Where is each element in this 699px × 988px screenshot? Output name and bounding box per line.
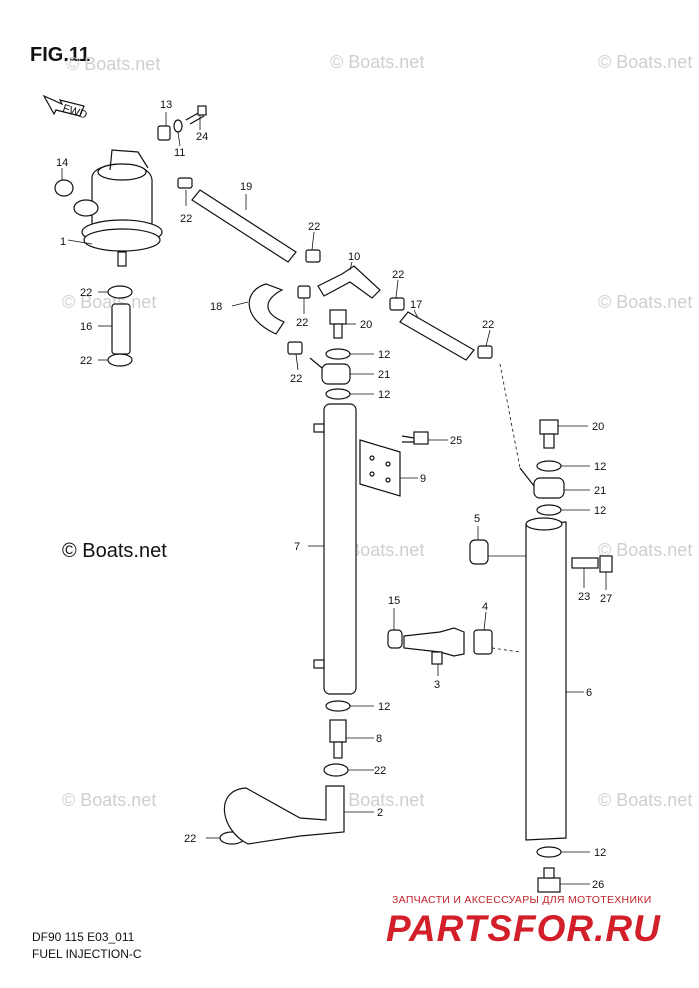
- watermark: © Boats.net: [598, 790, 693, 810]
- watermark: © Boats.net: [330, 790, 425, 810]
- callout-22: 22: [392, 269, 404, 281]
- callout-3: 3: [434, 679, 440, 691]
- callout-12: 12: [378, 389, 390, 401]
- callout-22: 22: [290, 373, 302, 385]
- callout-21: 21: [594, 485, 606, 497]
- callout-11: 11: [174, 147, 185, 159]
- diagram-name: FUEL INJECTION-C: [32, 947, 142, 961]
- callout-14: 14: [56, 157, 68, 169]
- figure-title: FIG.11: [30, 44, 91, 66]
- watermark: © Boats.net: [62, 292, 157, 312]
- fwd-arrow-icon: FWD: [42, 94, 89, 122]
- callout-13: 13: [160, 99, 172, 111]
- callout-12: 12: [378, 349, 390, 361]
- callout-22: 22: [180, 213, 192, 225]
- watermark: © Boats.net: [598, 292, 693, 312]
- callout-21: 21: [378, 369, 390, 381]
- callout-4: 4: [482, 601, 488, 613]
- callout-22: 22: [184, 833, 196, 845]
- watermark: © Boats.net: [598, 52, 693, 72]
- clamp-group: [107, 177, 493, 845]
- callout-23: 23: [578, 591, 590, 603]
- filter-assembly: [73, 149, 163, 267]
- fuel-rail-6: [525, 521, 567, 841]
- callout-20: 20: [360, 319, 372, 331]
- callout-7: 7: [294, 541, 300, 553]
- callout-24: 24: [196, 131, 208, 143]
- callout-22: 22: [482, 319, 494, 331]
- copyright-notice: © Boats.net: [62, 540, 167, 562]
- callout-5: 5: [474, 513, 480, 525]
- callout-22: 22: [374, 765, 386, 777]
- fuel-rail-7: [323, 403, 357, 695]
- ad-brand-logo: PARTSFOR.RU: [386, 908, 661, 949]
- cap-part: [54, 179, 74, 197]
- watermark: © Boats.net: [62, 790, 157, 810]
- callout-12: 12: [594, 847, 606, 859]
- watermark: © Boats.net: [330, 52, 425, 72]
- callout-27: 27: [600, 593, 612, 605]
- callout-18: 18: [210, 301, 222, 313]
- callout-25: 25: [450, 435, 462, 447]
- bracket-part: [359, 439, 401, 497]
- callout-22: 22: [80, 355, 92, 367]
- callout-1: 1: [60, 236, 66, 248]
- callout-15: 15: [388, 595, 400, 607]
- callout-2: 2: [377, 807, 383, 819]
- callout-6: 6: [586, 687, 592, 699]
- callout-26: 26: [592, 879, 604, 891]
- callout-12: 12: [378, 701, 390, 713]
- diagram-code: DF90 115 E03_011: [32, 930, 135, 944]
- callout-22: 22: [296, 317, 308, 329]
- callout-17: 17: [410, 299, 422, 311]
- callout-12: 12: [594, 461, 606, 473]
- callout-22: 22: [80, 287, 92, 299]
- callout-10: 10: [348, 251, 360, 263]
- callout-labels: 1 2 3 4 5 6 7 8 9 10 11 12 12 12 12 12 1…: [56, 99, 612, 891]
- callout-20: 20: [592, 421, 604, 433]
- fwd-label: FWD: [61, 102, 89, 121]
- ad-tagline: ЗАПЧАСТИ И АКСЕССУАРЫ ДЛЯ МОТОТЕХНИКИ: [392, 894, 652, 906]
- injector-part: [403, 627, 465, 657]
- callout-22: 22: [308, 221, 320, 233]
- watermark: © Boats.net: [598, 540, 693, 560]
- callout-12: 12: [594, 505, 606, 517]
- watermark: © Boats.net: [66, 54, 161, 74]
- callout-16: 16: [80, 321, 92, 333]
- callout-19: 19: [240, 181, 252, 193]
- callout-8: 8: [376, 733, 382, 745]
- callout-9: 9: [420, 473, 426, 485]
